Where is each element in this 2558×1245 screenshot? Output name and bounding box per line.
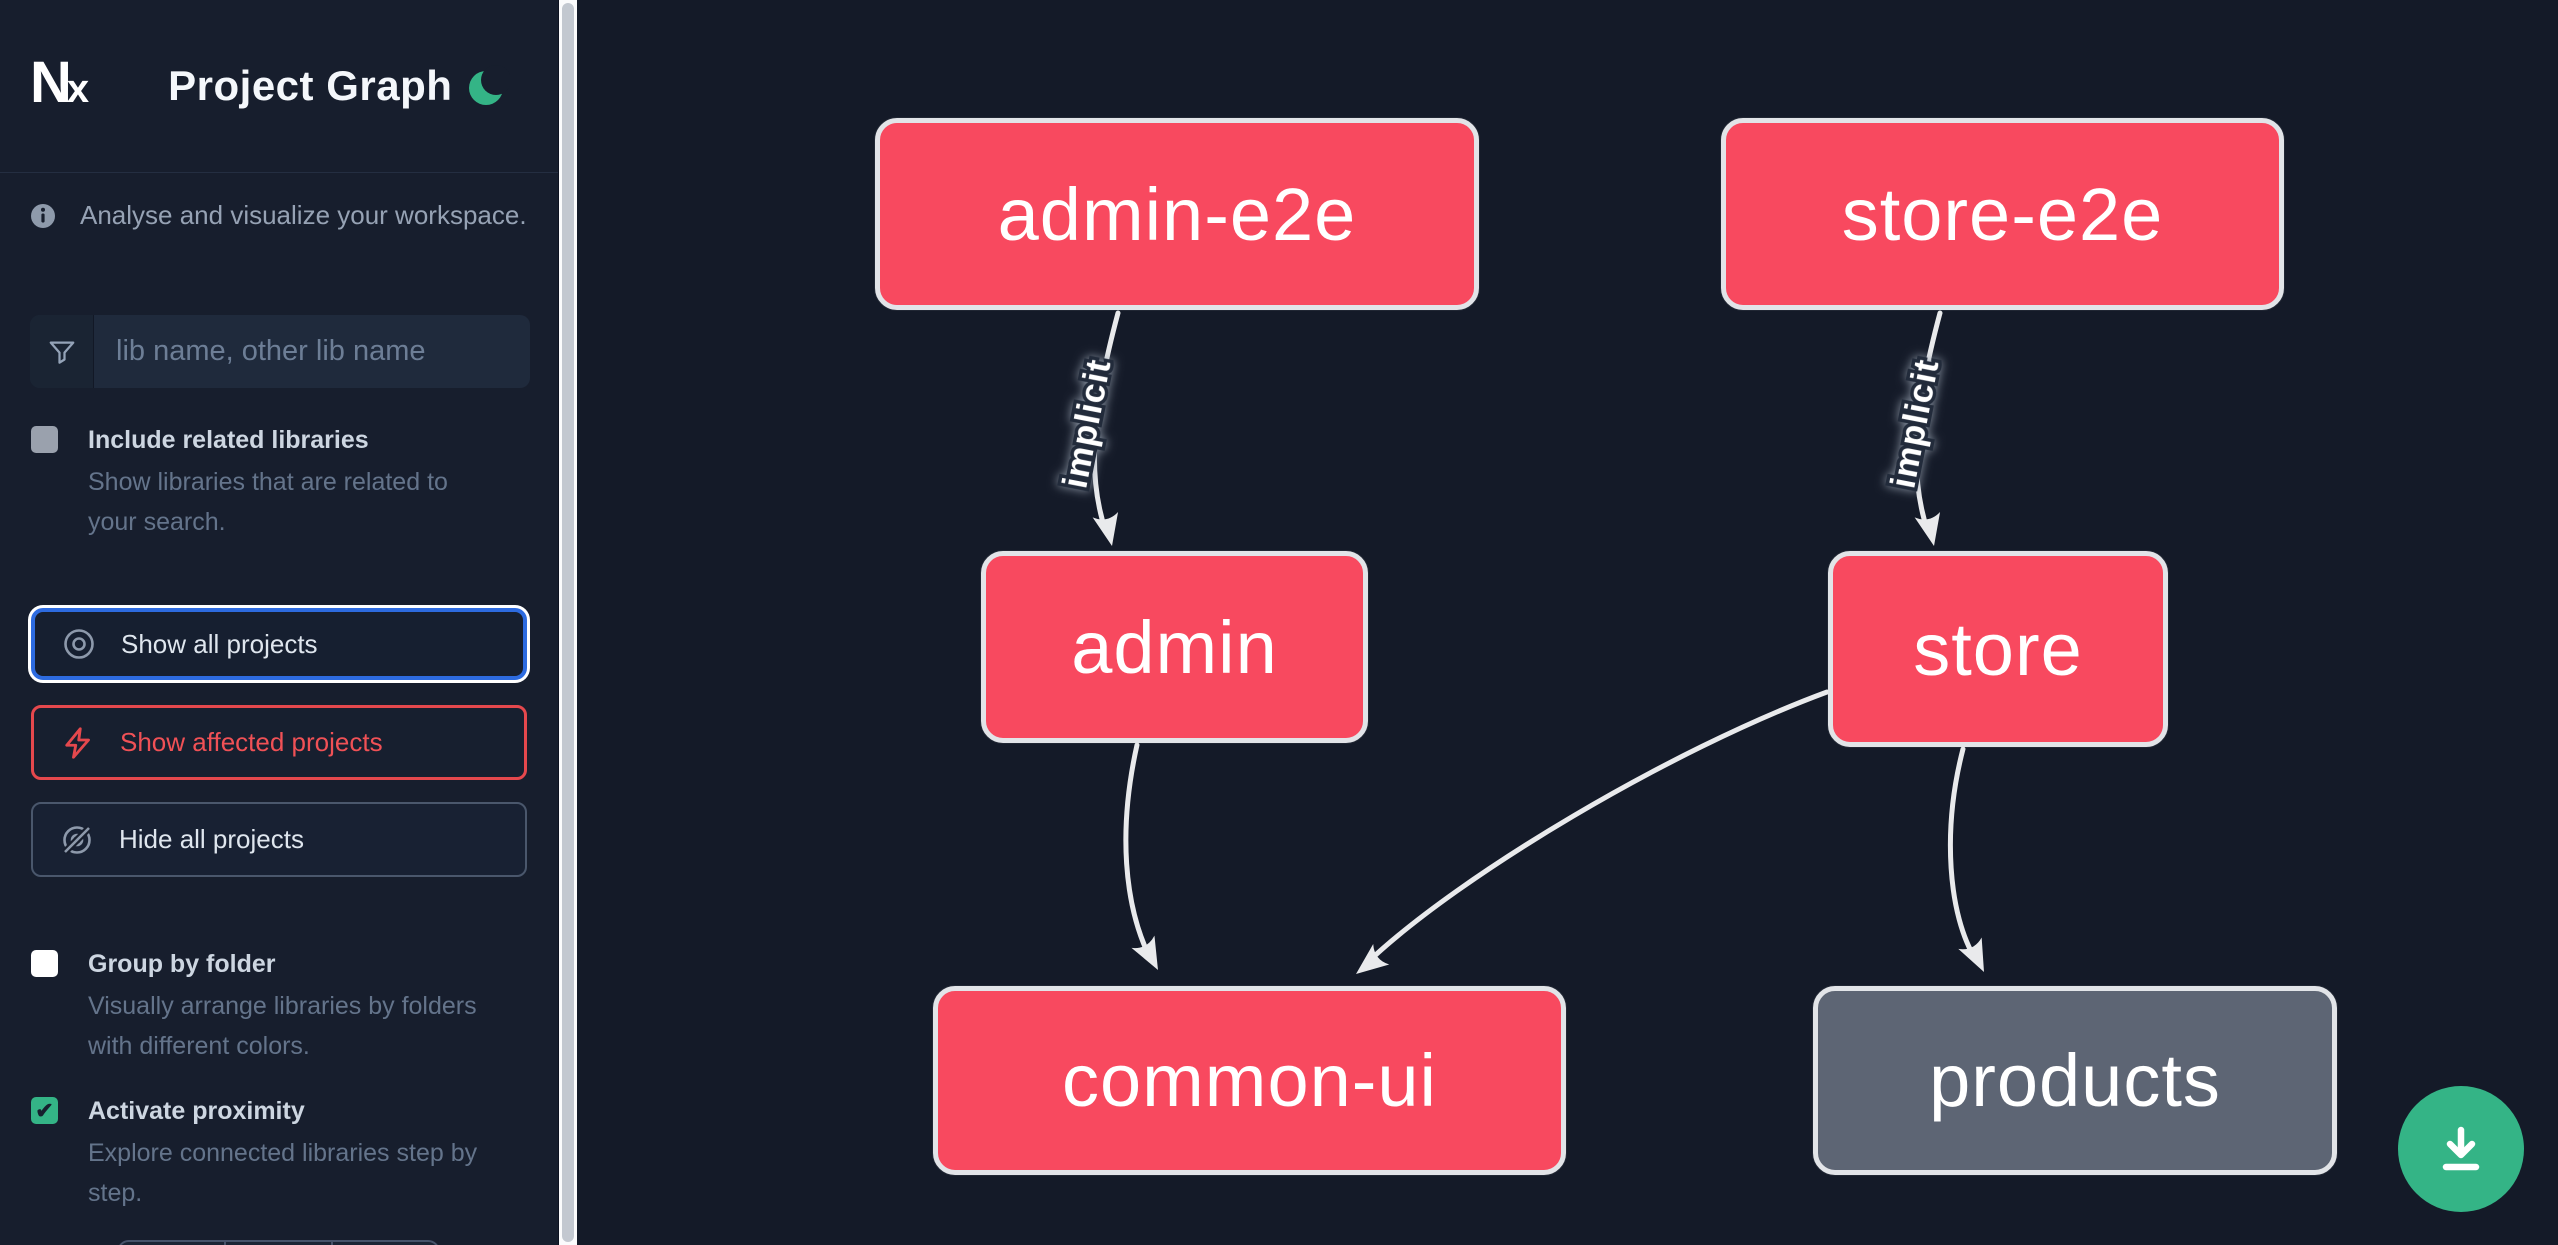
edge-admin-e2e-admin: [1091, 310, 1121, 535]
theme-toggle-button[interactable]: [466, 64, 511, 108]
dependency-edges: implicit implicit: [1052, 310, 1984, 974]
node-products[interactable]: products: [1813, 986, 2337, 1175]
toggle-include-related: Include related libraries Show libraries…: [31, 424, 529, 542]
nx-logo-n: N: [30, 50, 72, 115]
eye-off-icon: [62, 825, 92, 854]
filter-icon: [49, 341, 74, 364]
show-affected-projects-button[interactable]: Show affected projects: [31, 705, 527, 780]
activate-proximity-checkbox[interactable]: ✔: [31, 1097, 58, 1124]
sidebar-scrollbar[interactable]: [559, 0, 577, 1245]
include-related-checkbox[interactable]: [31, 426, 58, 453]
node-common-ui[interactable]: common-ui: [933, 986, 1566, 1175]
page-title: Project Graph: [168, 62, 453, 109]
workspace-tagline: Analyse and visualize your workspace.: [80, 200, 527, 230]
info-icon: [31, 203, 55, 228]
workspace-tagline-row: Analyse and visualize your workspace.: [30, 200, 527, 231]
download-icon: [2442, 1126, 2480, 1171]
hide-all-projects-button[interactable]: Hide all projects: [31, 802, 527, 877]
group-by-folder-checkbox[interactable]: [31, 950, 58, 977]
activate-proximity-description: Explore connected libraries step by step…: [88, 1139, 478, 1207]
download-image-button[interactable]: [2398, 1086, 2524, 1212]
proximity-stepper[interactable]: [117, 1240, 440, 1245]
edge-admin-common-ui: [1123, 742, 1153, 961]
include-related-description: Show libraries that are related to your …: [88, 468, 448, 536]
stepper-value: [226, 1242, 333, 1245]
activate-proximity-label: Activate proximity: [88, 1097, 305, 1125]
edge-store-e2e-store: [1913, 310, 1943, 535]
edge-label-implicit-store: implicit: [1883, 356, 1946, 492]
sidebar-scrollbar-thumb[interactable]: [562, 3, 574, 1242]
show-all-projects-button[interactable]: Show all projects: [31, 608, 527, 680]
show-affected-projects-label: Show affected projects: [120, 727, 383, 757]
moon-icon: [469, 65, 511, 105]
group-by-folder-label: Group by folder: [88, 950, 276, 978]
nx-logo-x: x: [66, 67, 89, 111]
graph-canvas[interactable]: implicit implicit admin-e2e store-e2e ad…: [577, 0, 2558, 1245]
show-all-projects-label: Show all projects: [121, 628, 318, 659]
filter-input[interactable]: [94, 315, 530, 388]
edge-label-implicit-admin: implicit: [1055, 356, 1118, 492]
stepper-decrement[interactable]: [119, 1242, 226, 1245]
include-related-label: Include related libraries: [88, 426, 369, 454]
node-admin-e2e[interactable]: admin-e2e: [875, 118, 1479, 310]
eye-icon: [64, 629, 94, 659]
edge-store-common-ui: [1365, 689, 1830, 965]
hide-all-projects-label: Hide all projects: [119, 824, 304, 854]
filter-icon-cell: [30, 315, 94, 388]
library-filter: [30, 315, 530, 388]
node-store-e2e[interactable]: store-e2e: [1721, 118, 2284, 310]
checkmark-icon: ✔: [35, 1097, 54, 1123]
bolt-icon: [65, 726, 90, 759]
node-admin[interactable]: admin: [981, 551, 1368, 743]
toggle-group-by-folder: Group by folder Visually arrange librari…: [31, 948, 529, 1066]
node-store[interactable]: store: [1828, 551, 2168, 747]
toggle-activate-proximity: ✔ Activate proximity Explore connected l…: [31, 1095, 529, 1213]
group-by-folder-description: Visually arrange libraries by folders wi…: [88, 992, 477, 1060]
edge-arrowheads: [1092, 511, 1984, 974]
edge-store-products: [1947, 746, 1979, 963]
